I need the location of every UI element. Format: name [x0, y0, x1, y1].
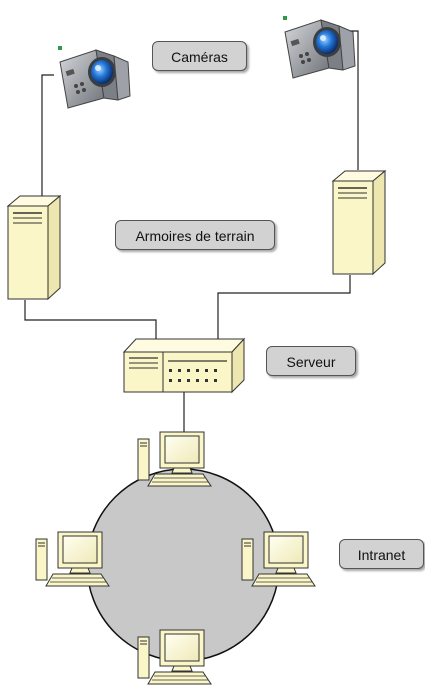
- server-tower-icon: [8, 196, 60, 299]
- link-camera-left-to-cabinet: [42, 75, 54, 198]
- label-serveur: Serveur: [266, 346, 356, 376]
- workstation-icon: [242, 532, 315, 586]
- label-intranet: Intranet: [339, 539, 424, 569]
- server-tower-icon: [333, 171, 385, 274]
- camcorder-icon: [283, 16, 355, 78]
- network-server-icon: [124, 339, 244, 392]
- link-cabinet-right-to-server: [218, 275, 350, 340]
- workstation-icon: [36, 532, 109, 586]
- workstation-icon: [138, 432, 211, 486]
- label-armoires: Armoires de terrain: [115, 220, 275, 250]
- camcorder-icon: [58, 46, 130, 108]
- workstation-icon: [138, 630, 211, 684]
- label-cameras: Caméras: [152, 41, 247, 71]
- link-cabinet-left-to-server: [25, 300, 156, 340]
